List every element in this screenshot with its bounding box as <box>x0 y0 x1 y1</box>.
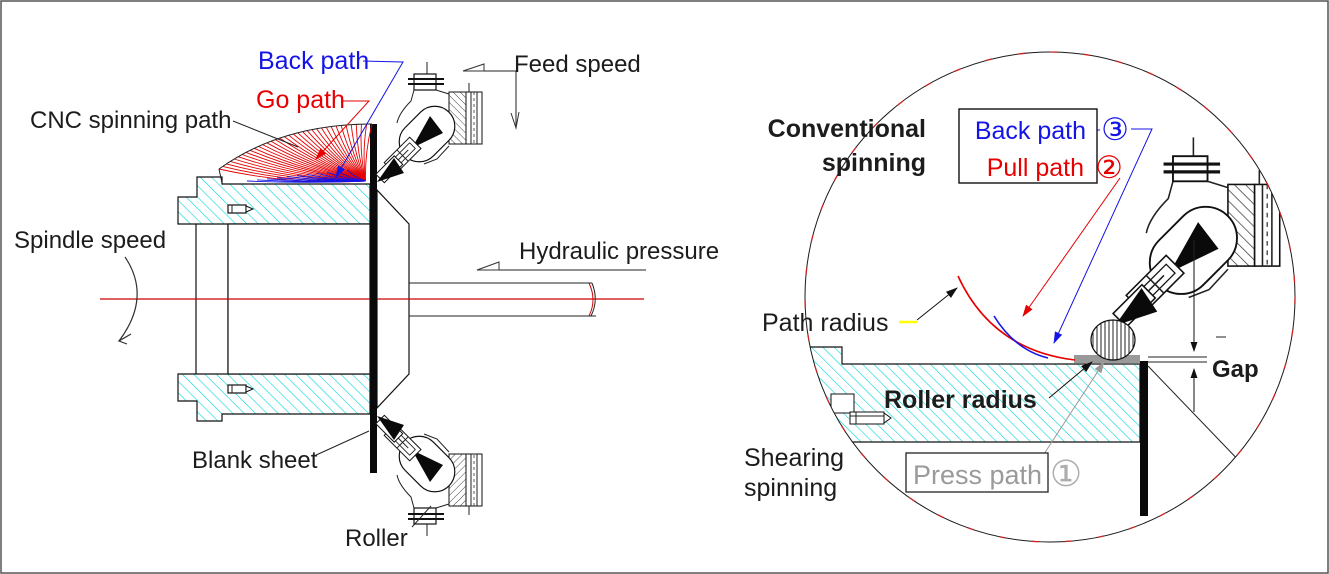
mandrel-flange-top <box>177 176 371 225</box>
press-path-label: Press path <box>913 460 1042 490</box>
spindle-rotation-arrow <box>117 256 138 345</box>
shearing-spinning-label-1: Shearing <box>744 444 844 472</box>
flange-bolt-bottom <box>227 384 255 394</box>
detail-flange-bolt <box>849 411 892 425</box>
roller-label: Roller <box>345 525 408 552</box>
back-path-leader <box>335 60 404 178</box>
back-path-number: ③ <box>1101 112 1129 147</box>
roller-radius-leader <box>1048 361 1093 399</box>
press-path-leader <box>1043 361 1105 455</box>
detail-circle-red-dash <box>804 51 1296 543</box>
hydraulic-pressure-label: Hydraulic pressure <box>519 238 719 265</box>
cnc-path-leader <box>232 120 299 148</box>
detail-machinery <box>805 135 1282 516</box>
pull-path-box-label: Pull path <box>987 154 1084 182</box>
press-path-box <box>905 452 1049 493</box>
flange-bolt-top <box>227 204 255 214</box>
press-path-number: ① <box>1050 453 1082 494</box>
roller-radius-label: Roller radius <box>884 386 1037 414</box>
feed-speed-leader <box>462 63 520 130</box>
pull-path-2-leader <box>1022 177 1121 317</box>
blank-sheet-leader <box>313 430 370 457</box>
cnc-path-dome-arc <box>218 123 373 170</box>
roller-leader <box>411 505 432 528</box>
hydraulic-pressure-leader <box>476 261 646 271</box>
blank-sheet-label: Blank sheet <box>192 447 318 474</box>
back-path-box-label: Back path <box>975 117 1086 145</box>
mandrel-flange-bottom <box>177 373 371 422</box>
detail-roller-assembly <box>1111 135 1282 329</box>
feed-speed-label: Feed speed <box>514 51 641 78</box>
detail-blank-sheet-bar <box>1140 361 1148 516</box>
cnc-spinning-path-label: CNC spinning path <box>30 107 231 134</box>
shearing-spinning-label-2: spinning <box>744 474 837 502</box>
gap-label: Gap <box>1212 356 1259 383</box>
roller-assembly-top <box>374 61 483 184</box>
pull-path-number: ② <box>1095 150 1123 185</box>
back-path-curve <box>993 315 1049 359</box>
blank-sheet-bar <box>370 124 377 473</box>
fan-back-paths <box>246 169 366 183</box>
left-diagram: Back path Go path CNC spinning path Spin… <box>14 47 719 552</box>
conventional-spinning-label-1: Conventional <box>768 115 926 143</box>
path-radius-leader <box>916 287 958 321</box>
detail-roller-nose <box>1090 319 1136 361</box>
detail-flange-notch <box>830 393 855 414</box>
roller-assembly-bottom <box>374 414 483 537</box>
back-path-label: Back path <box>258 47 369 75</box>
tailstock-ram <box>409 282 596 317</box>
path-label-box <box>958 108 1098 184</box>
conventional-spinning-label-2: spinning <box>822 149 926 177</box>
path-radius-label: Path radius <box>762 309 888 337</box>
gap-dimension <box>1190 262 1226 412</box>
pull-path-curve <box>957 275 1076 361</box>
spindle-speed-label: Spindle speed <box>14 227 166 254</box>
fan-go-paths <box>218 123 373 183</box>
back-path-3-leader <box>1053 128 1153 344</box>
go-path-leader <box>315 100 371 160</box>
right-detail-diagram: Back path Pull path ③ ② Conventional spi… <box>744 51 1296 543</box>
go-path-label: Go path <box>256 86 345 114</box>
